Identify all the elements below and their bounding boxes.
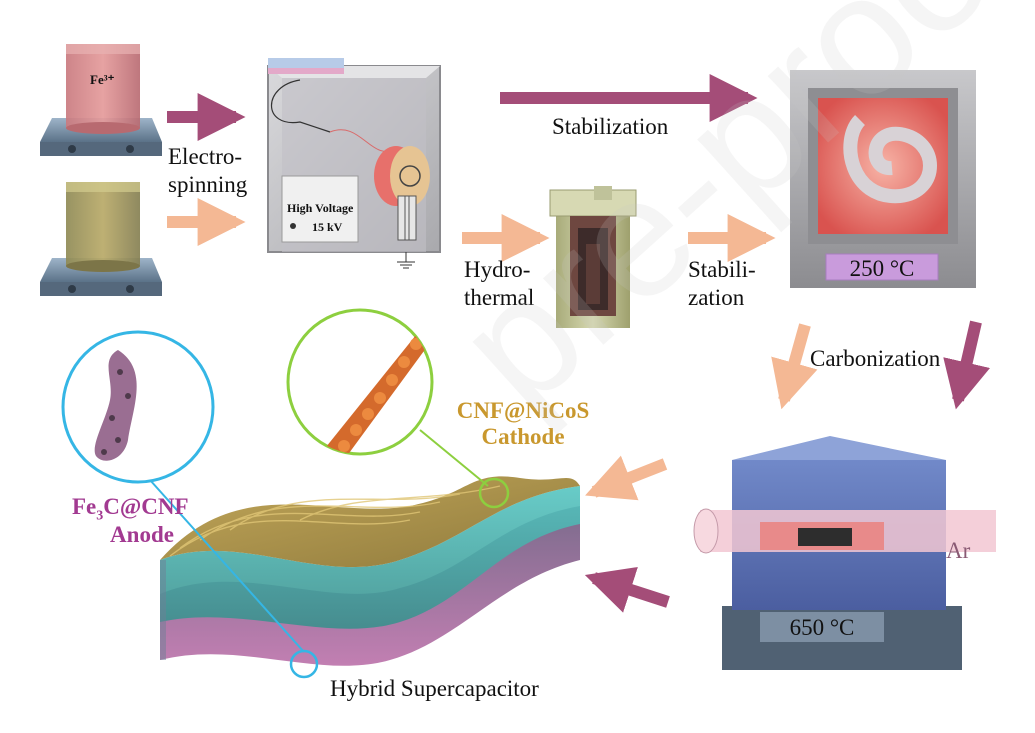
arrow-tube-to-cathode (585, 455, 668, 501)
tube-temperature-label: 650 °C (789, 615, 855, 640)
tube-furnace (693, 436, 996, 670)
electrospinning-label-line1: Electro- (168, 144, 243, 169)
cathode-magnifier (286, 308, 510, 509)
electrospinning-label-line2: spinning (168, 172, 248, 197)
anode-label-line2: Anode (110, 522, 174, 547)
stabilization-top-label: Stabilization (552, 114, 669, 139)
fe3plus-label: Fe³⁺ (90, 72, 115, 87)
hydrothermal-label-line1: Hydro- (464, 257, 531, 282)
hydrothermal-label-line2: thermal (464, 285, 535, 310)
arrow-carbonization-peach (771, 323, 818, 410)
stabilization-oven (790, 70, 976, 288)
arrow-carbonization-purple (943, 320, 991, 410)
kv-label: 15 kV (312, 220, 343, 234)
high-voltage-label: High Voltage (287, 201, 354, 215)
electrospinning-setup (267, 58, 441, 269)
cathode-label-line1: CNF@NiCoS (456, 398, 590, 423)
anode-label-line1: Fe3C@CNF (72, 494, 189, 525)
device-label: Hybrid Supercapacitor (330, 676, 539, 701)
anode-subscript: 3 (96, 508, 104, 524)
anode-magnifier (61, 330, 319, 679)
argon-label: Ar (946, 538, 971, 563)
cathode-label-line2: Cathode (481, 424, 565, 449)
supercapacitor-device (160, 476, 580, 666)
precursor-beaker-fe (40, 44, 162, 156)
stabilization-side-label-line1: Stabili- (688, 257, 756, 282)
carbonization-label: Carbonization (810, 346, 941, 371)
hydrothermal-autoclave (549, 186, 637, 328)
precursor-beaker-plain (40, 182, 162, 296)
stabilization-side-label-line2: zation (688, 285, 745, 310)
anode-fe: Fe (72, 494, 97, 519)
arrow-tube-to-anode (584, 567, 670, 613)
anode-cnf: C@CNF (103, 494, 189, 519)
oven-temperature-label: 250 °C (849, 256, 915, 281)
